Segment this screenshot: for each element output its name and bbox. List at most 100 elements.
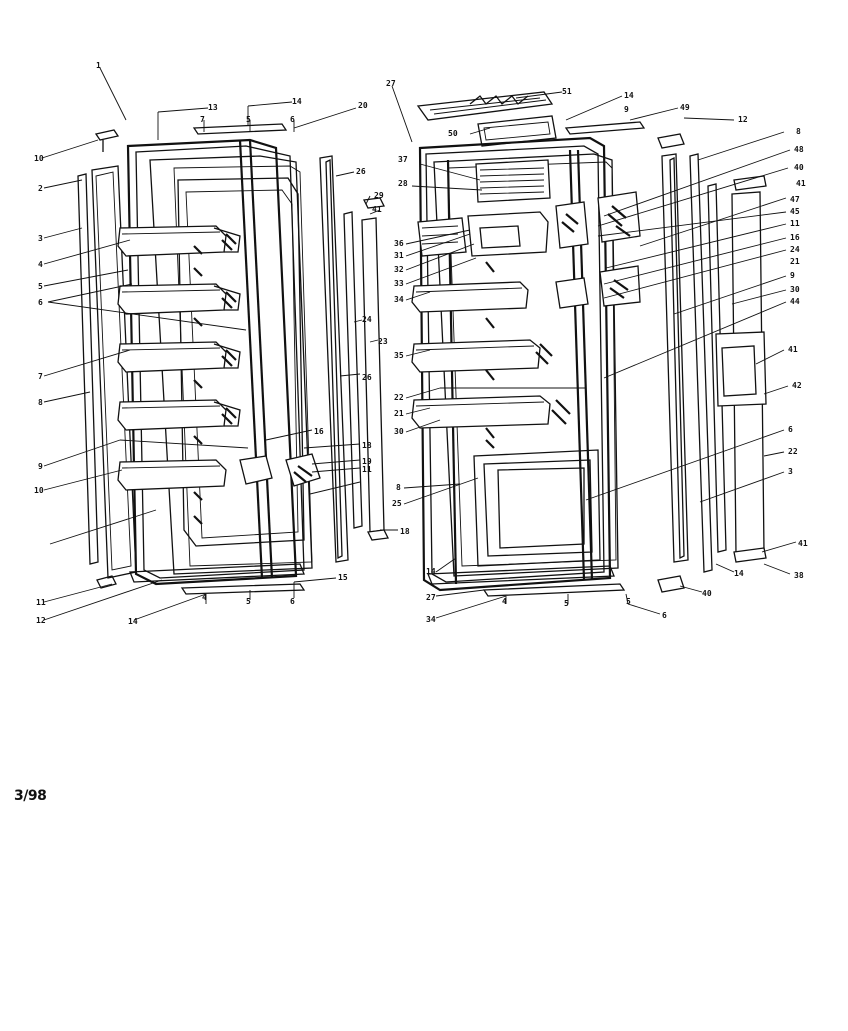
right-top-hinge bbox=[657, 133, 685, 149]
callout-9: 9 bbox=[624, 105, 629, 114]
callout-14: 14 bbox=[624, 91, 634, 100]
callout-5: 5 bbox=[626, 597, 631, 606]
callout-44: 44 bbox=[790, 297, 800, 306]
left-door-assembly bbox=[77, 123, 389, 595]
right-bottom-trim bbox=[427, 565, 626, 597]
callout-48: 48 bbox=[794, 145, 804, 154]
callout-25: 25 bbox=[392, 499, 402, 508]
callout-22: 22 bbox=[788, 447, 798, 456]
left-bin-3 bbox=[117, 341, 241, 373]
callout-7: 7 bbox=[200, 115, 205, 124]
callout-40: 40 bbox=[702, 589, 712, 598]
callout-4: 4 bbox=[502, 597, 507, 606]
left-door-liner bbox=[126, 138, 313, 586]
callout-35: 35 bbox=[394, 351, 404, 360]
callout-16: 16 bbox=[314, 427, 324, 436]
callout-24: 24 bbox=[790, 245, 800, 254]
right-bin-2 bbox=[411, 339, 553, 373]
callout-10: 10 bbox=[34, 154, 44, 163]
left-door-bins bbox=[117, 225, 241, 525]
callout-7: 7 bbox=[38, 372, 43, 381]
callout-14: 14 bbox=[128, 617, 138, 626]
callout-41: 41 bbox=[796, 179, 806, 188]
callout-45: 45 bbox=[790, 207, 800, 216]
callout-40: 40 bbox=[794, 163, 804, 172]
callout-6: 6 bbox=[38, 298, 43, 307]
callout-12: 12 bbox=[738, 115, 748, 124]
callout-18: 18 bbox=[400, 527, 410, 536]
callout-51: 51 bbox=[562, 87, 572, 96]
callout-6: 6 bbox=[662, 611, 667, 620]
callout-5: 5 bbox=[564, 599, 569, 608]
callout-11: 11 bbox=[36, 598, 46, 607]
left-bin-1 bbox=[117, 225, 241, 257]
right-bin-3 bbox=[411, 395, 571, 429]
callout-18: 18 bbox=[362, 441, 372, 450]
callout-26: 26 bbox=[362, 373, 372, 382]
callout-4: 4 bbox=[202, 593, 207, 602]
callout-4: 4 bbox=[38, 260, 43, 269]
callout-5: 5 bbox=[38, 282, 43, 291]
top-cover-plate bbox=[477, 115, 557, 147]
callout-labels: 1 13 14 20 7 5 6 10 2 3 4 5 6 7 8 9 10 1… bbox=[34, 61, 808, 626]
callout-6: 6 bbox=[788, 425, 793, 434]
dairy-compartment bbox=[475, 159, 551, 203]
callout-5: 5 bbox=[246, 597, 251, 606]
right-bin-1 bbox=[411, 281, 529, 313]
right-door-bins bbox=[411, 261, 571, 449]
callout-38: 38 bbox=[794, 571, 804, 580]
callout-28: 28 bbox=[398, 179, 408, 188]
callout-8: 8 bbox=[38, 398, 43, 407]
callout-8: 8 bbox=[396, 483, 401, 492]
callout-49: 49 bbox=[680, 103, 690, 112]
callout-41: 41 bbox=[788, 345, 798, 354]
callout-11: 11 bbox=[362, 465, 372, 474]
callout-3: 3 bbox=[38, 234, 43, 243]
callout-1: 1 bbox=[96, 61, 101, 70]
callout-41: 41 bbox=[372, 205, 382, 214]
document-date-code: 3/98 bbox=[14, 788, 47, 804]
leader-lines bbox=[41, 67, 797, 621]
callout-32: 32 bbox=[394, 265, 404, 274]
callout-6: 6 bbox=[290, 115, 295, 124]
right-liner-dimples bbox=[485, 261, 495, 449]
left-bin-4 bbox=[117, 399, 241, 431]
left-breaker-strips bbox=[319, 155, 389, 563]
callout-5: 5 bbox=[246, 115, 251, 124]
callout-11: 11 bbox=[790, 219, 800, 228]
left-trim-strips bbox=[129, 123, 306, 595]
callout-50: 50 bbox=[448, 129, 458, 138]
right-door-assembly bbox=[411, 91, 767, 597]
left-door-brackets bbox=[239, 453, 321, 487]
callout-37: 37 bbox=[398, 155, 408, 164]
callout-29: 29 bbox=[374, 191, 384, 200]
callout-9: 9 bbox=[38, 462, 43, 471]
left-top-hinge bbox=[94, 129, 120, 152]
callout-14: 14 bbox=[292, 97, 302, 106]
callout-10: 10 bbox=[34, 486, 44, 495]
callout-14: 14 bbox=[734, 569, 744, 578]
callout-20: 20 bbox=[358, 101, 368, 110]
left-outer-strip bbox=[77, 173, 99, 565]
right-door-outer-panel bbox=[715, 175, 767, 563]
callout-16: 16 bbox=[790, 233, 800, 242]
callout-34: 34 bbox=[394, 295, 404, 304]
top-grille bbox=[416, 91, 554, 121]
callout-3: 3 bbox=[788, 467, 793, 476]
callout-27: 27 bbox=[426, 593, 436, 602]
callout-30: 30 bbox=[790, 285, 800, 294]
right-top-trim bbox=[564, 121, 646, 135]
callout-19: 19 bbox=[362, 457, 372, 466]
callout-34: 34 bbox=[426, 615, 436, 624]
left-bin-2 bbox=[117, 283, 241, 315]
callout-41: 41 bbox=[798, 539, 808, 548]
callout-23: 23 bbox=[378, 337, 388, 346]
callout-42: 42 bbox=[792, 381, 802, 390]
callout-14: 14 bbox=[426, 567, 436, 576]
callout-2: 2 bbox=[38, 184, 43, 193]
callout-22: 22 bbox=[394, 393, 404, 402]
callout-6: 6 bbox=[290, 597, 295, 606]
callout-27: 27 bbox=[386, 79, 396, 88]
callout-21: 21 bbox=[790, 257, 800, 266]
callout-9: 9 bbox=[790, 271, 795, 280]
